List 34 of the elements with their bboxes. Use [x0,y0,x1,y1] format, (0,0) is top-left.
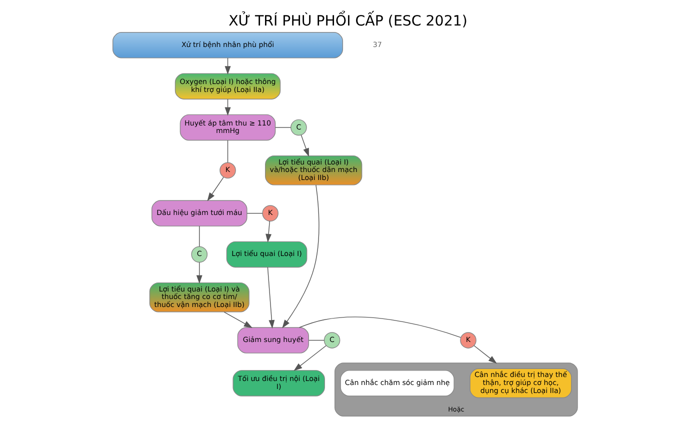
node-box: Oxygen (Loại I) hoặc thông khí trợ giúp (Loại IIa) [174,73,281,100]
connector [275,127,292,128]
node-circle: C [290,119,307,136]
arrow [474,345,497,364]
label: 37 [372,40,382,49]
node-circle: K [460,332,476,348]
arrow [267,266,275,329]
node-box: Cân nhắc điều trị thay thế thận, trợ giúp cơ học, dụng cụ khác (Loại IIa) [470,368,572,398]
node-box: Lợi tiểu quai (Loại I) và/hoặc thuốc dãn mạch (Loại IIb) [265,156,362,186]
node-box: Cân nhắc chăm sóc giảm nhẹ [340,370,454,396]
arrow [196,262,202,284]
connector [246,212,263,214]
arrow [300,134,309,157]
node-box: Lợi tiểu quai (Loại I) [226,241,308,268]
arrow [294,345,326,371]
connector [199,226,200,247]
node-box: Giảm sung huyết [237,327,309,354]
node-circle: K [220,162,236,179]
node-box: Dấu hiệu giảm tưới máu [152,200,248,226]
arrow [266,220,272,242]
diagram-title: XỬ TRÍ PHÙ PHỔI CẤP (ESC 2021) [228,13,468,30]
node-box: Huyết áp tâm thu ≥ 110 mmHg [180,114,276,141]
connector [308,340,325,341]
arrow [224,312,252,328]
connector [299,316,462,338]
arrow [207,176,224,202]
node-box: Lợi tiểu quai (Loại I) và thuốc tăng co cơ tim/ thuốc vận mạch (Loại IIb) [149,282,250,312]
connector [227,140,228,163]
node-box: Tối ưu điều trị nội (Loại I) [232,370,325,396]
node-box: Xử trí bệnh nhân phù phổi [112,32,344,58]
node-circle: C [324,332,340,348]
node-circle: C [191,246,208,263]
node-circle: K [262,205,278,222]
arrow [282,184,320,328]
